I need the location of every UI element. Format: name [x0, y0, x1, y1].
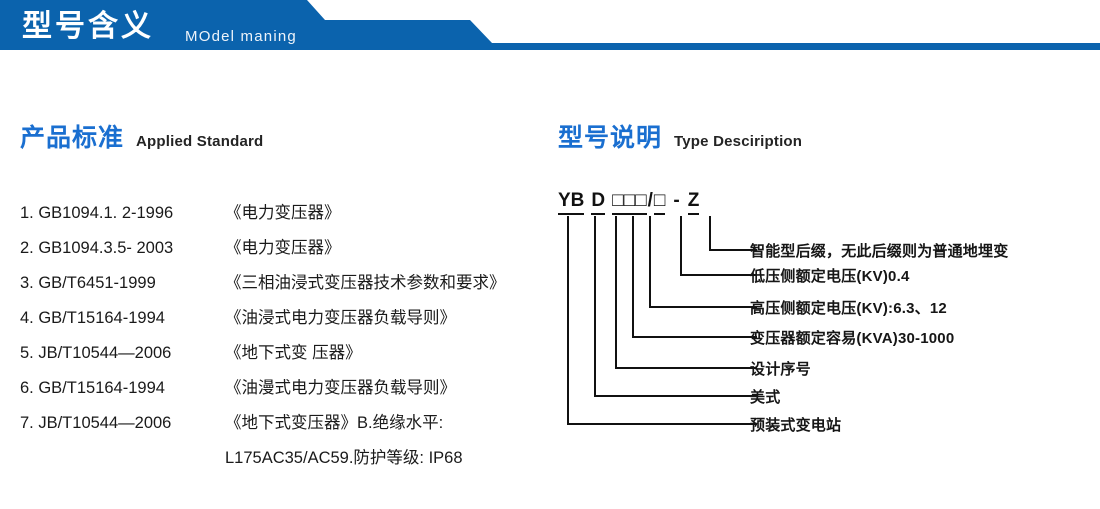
- leader-line-box4: [680, 216, 757, 276]
- standard-code: 6. GB/T15164-1994: [20, 379, 165, 397]
- leader-line-d: [594, 216, 757, 397]
- standards-list-item: 4. GB/T15164-1994 《油浸式电力变压器负载导则》: [20, 301, 540, 336]
- code-part-box3: □: [635, 190, 647, 215]
- banner-title: 型号含义: [22, 10, 154, 43]
- code-part-d: D: [591, 190, 606, 215]
- standard-code: 7. JB/T10544—2006: [20, 414, 172, 432]
- standards-list: 1. GB1094.1. 2-1996 《电力变压器》 2. GB1094.3.…: [20, 196, 540, 476]
- standard-name: 《电力变压器》: [225, 204, 341, 222]
- type-label-design-serial: 设计序号: [750, 361, 811, 378]
- type-label-american-style: 美式: [750, 389, 781, 406]
- banner-subtitle: MOdel maning: [185, 28, 297, 45]
- code-part-box4: □: [653, 190, 666, 215]
- standards-list-item: 3. GB/T6451-1999 《三相油浸式变压器技术参数和要求》: [20, 266, 540, 301]
- leader-lines: [567, 216, 757, 425]
- standard-name: 《地下式变 压器》: [225, 344, 362, 362]
- standard-name: 《油浸式电力变压器负载导则》: [225, 309, 456, 327]
- standard-continuation-line: L175AC35/AC59.防护等级: IP68: [225, 449, 463, 467]
- leader-line-box2: [632, 216, 757, 338]
- standard-code: 4. GB/T15164-1994: [20, 309, 165, 327]
- standard-code: 3. GB/T6451-1999: [20, 274, 156, 292]
- code-part-slash: /: [647, 190, 653, 211]
- standard-code: 5. JB/T10544—2006: [20, 344, 172, 362]
- code-part-z: Z: [687, 190, 700, 215]
- standards-list-item: 5. JB/T10544—2006 《地下式变 压器》: [20, 336, 540, 371]
- banner-fill: [0, 0, 1100, 50]
- section-heading-en: Applied Standard: [136, 133, 264, 150]
- type-label-prefab-substation: 预装式变电站: [750, 417, 842, 434]
- standard-code: 2. GB1094.3.5- 2003: [20, 239, 174, 257]
- standard-name: 《油漫式电力变压器负载导则》: [225, 379, 456, 397]
- code-part-box1: □: [612, 190, 624, 215]
- standard-code: 1. GB1094.1. 2-1996: [20, 204, 174, 222]
- leader-line-yb: [567, 216, 757, 425]
- standard-name: 《电力变压器》: [225, 239, 341, 257]
- page-banner: 型号含义 MOdel maning: [0, 0, 1100, 60]
- leader-line-box1: [615, 216, 757, 369]
- section-heading-en: Type Desciription: [674, 133, 803, 150]
- code-part-box2: □: [623, 190, 636, 215]
- leader-line-z: [709, 216, 757, 251]
- section-heading-cn: 型号说明: [558, 124, 663, 152]
- section-heading-cn: 产品标准: [20, 124, 125, 152]
- standard-name: 《三相油浸式变压器技术参数和要求》: [225, 274, 506, 292]
- standards-list-item: 2. GB1094.3.5- 2003 《电力变压器》: [20, 231, 540, 266]
- code-part-dash: -: [673, 190, 680, 211]
- type-label-hv-rated-voltage: 高压侧额定电压(KV):6.3、12: [750, 300, 947, 317]
- leader-line-box3: [649, 216, 757, 308]
- type-label-intelligent-suffix: 智能型后缀，无此后缀则为普通地埋变: [750, 243, 1009, 260]
- standards-list-item: 7. JB/T10544—2006 《地下式变压器》B.绝缘水平:: [20, 406, 540, 441]
- section-heading-type-description: 型号说明 Type Desciription: [558, 118, 802, 154]
- standards-list-item: 6. GB/T15164-1994 《油漫式电力变压器负载导则》: [20, 371, 540, 406]
- standard-name: 《地下式变压器》B.绝缘水平:: [225, 414, 444, 432]
- type-label-rated-capacity: 变压器额定容易(KVA)30-1000: [750, 330, 955, 347]
- banner-shape: [0, 0, 1100, 50]
- standards-list-item: 1. GB1094.1. 2-1996 《电力变压器》: [20, 196, 540, 231]
- type-label-lv-rated-voltage: 低压侧额定电压(KV)0.4: [750, 268, 910, 285]
- section-heading-applied-standard: 产品标准 Applied Standard: [20, 118, 263, 154]
- code-part-yb: YB: [558, 190, 585, 215]
